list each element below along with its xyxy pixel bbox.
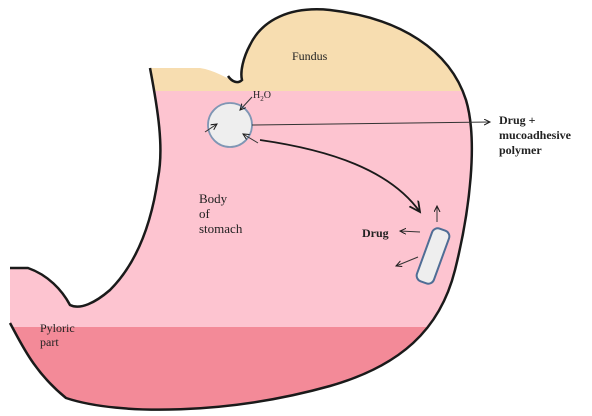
body-label-line3: stomach: [199, 221, 243, 236]
fundus-region: [0, 0, 592, 91]
fundus-label: Fundus: [292, 49, 328, 63]
drug-polymer-label-line1: Drug +: [499, 113, 536, 127]
body-label-line2: of: [199, 206, 211, 221]
drug-label: Drug: [362, 226, 389, 240]
body-label-line1: Body: [199, 191, 228, 206]
drug-polymer-label-line3: polymer: [499, 143, 542, 157]
pyloric-label-line1: Pyloric: [40, 321, 75, 335]
pyloric-label-line2: part: [40, 335, 59, 349]
drug-polymer-label-line2: mucoadhesive: [499, 128, 572, 142]
pyloric-region: [0, 327, 592, 416]
